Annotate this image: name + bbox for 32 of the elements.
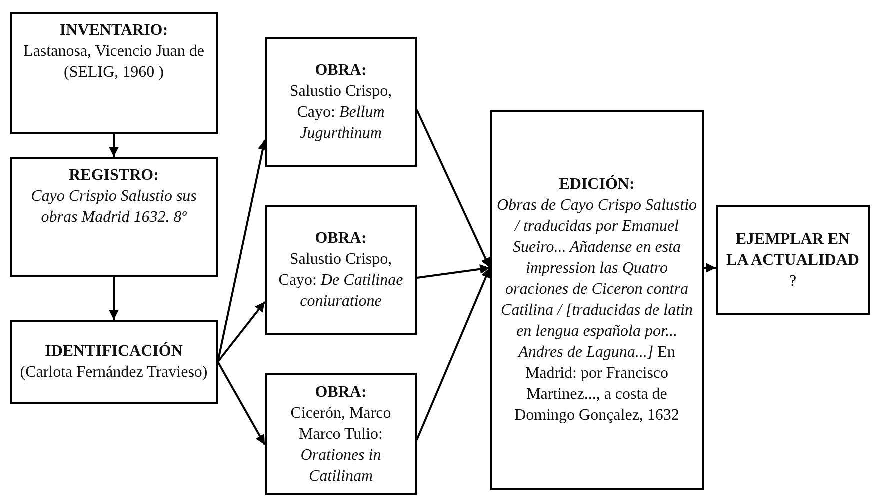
box-text: Cicerón, Marco Marco Tulio: Orationes in Catilinam	[290, 404, 392, 486]
process-box	[265, 205, 417, 335]
box-text: ?	[789, 272, 797, 292]
box-text: (Carlota Fernández Travieso)	[20, 363, 208, 383]
process-box	[265, 373, 417, 495]
process-box	[10, 12, 218, 134]
box-heading: REGISTRO:	[69, 166, 159, 186]
arrow	[109, 277, 119, 320]
arrow	[217, 301, 266, 363]
box-text: Lastanosa, Vicencio Juan de (SELIG, 1960 )	[22, 42, 206, 83]
arrow	[416, 110, 491, 268]
process-box	[490, 110, 704, 490]
process-box	[265, 37, 417, 167]
box-heading: EJEMPLAR EN LA ACTUALIDAD	[726, 230, 860, 270]
arrow	[704, 263, 716, 273]
box-text: Cayo Crispio Salustio sus obras Madrid 1632. 8º	[30, 187, 198, 228]
process-box	[10, 157, 218, 277]
process-box	[10, 320, 218, 404]
box-heading: IDENTIFICACIÓN	[45, 341, 183, 362]
process-box	[716, 205, 870, 315]
arrow	[109, 134, 119, 157]
box-text: Salustio Crispo, Cayo: Bellum Jugurthinum	[288, 82, 394, 144]
box-heading: OBRA:	[315, 61, 367, 81]
box-heading: OBRA:	[315, 382, 367, 402]
box-text: Obras de Cayo Crispo Salustio / traducidas por Emanuel Sueiro... Añadense en esta impression las Quatro oraciones de Ciceron contra Catilina / [traducidas de latin en lengua española por... Andres de Laguna...] En Madrid: por Francisco Martinez..., a costa de Domingo Gonçalez, 1632	[497, 196, 697, 426]
arrow	[416, 268, 491, 440]
box-heading: INVENTARIO:	[60, 21, 168, 41]
box-heading: OBRA:	[315, 229, 367, 249]
box-heading: EDICIÓN:	[559, 174, 635, 195]
arrow	[416, 264, 490, 279]
arrow	[217, 362, 266, 446]
box-text: Salustio Crispo, Cayo: De Catilinae coniuratione	[278, 250, 404, 312]
